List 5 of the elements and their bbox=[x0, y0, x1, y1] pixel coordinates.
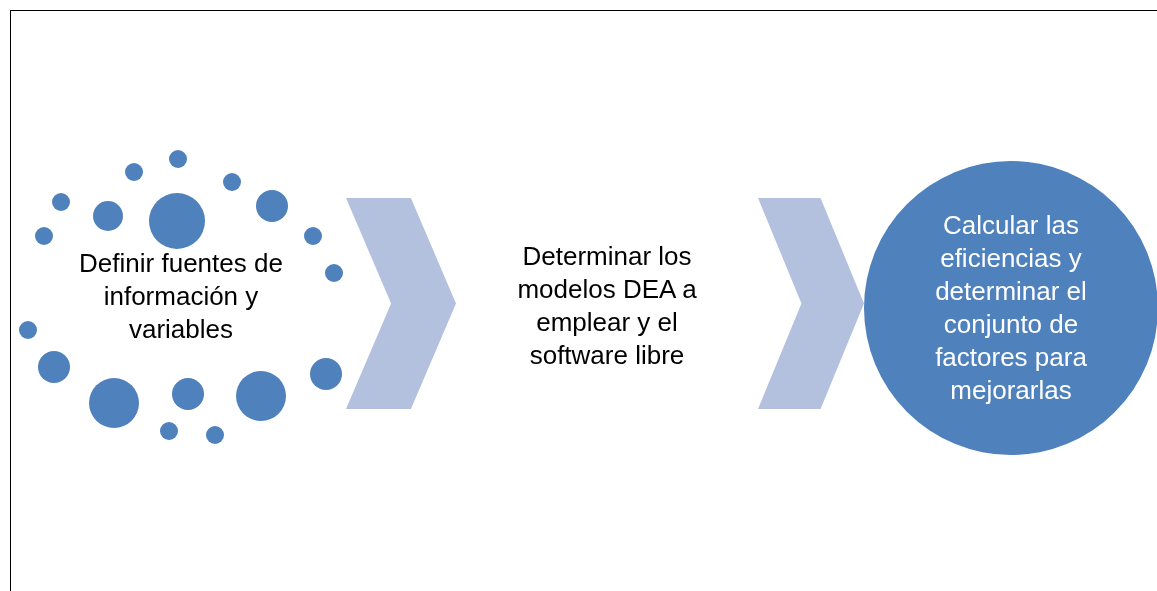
chevron-arrow bbox=[758, 198, 864, 409]
step-text: Determinar los modelos DEA a emplear y el software libre bbox=[516, 240, 698, 372]
chevron-arrow bbox=[346, 198, 456, 409]
step-text: Calcular las eficiencias y determinar el conjunto de factores para mejorarlas bbox=[934, 209, 1088, 407]
step-text: Definir fuentes de información y variables bbox=[78, 246, 284, 346]
